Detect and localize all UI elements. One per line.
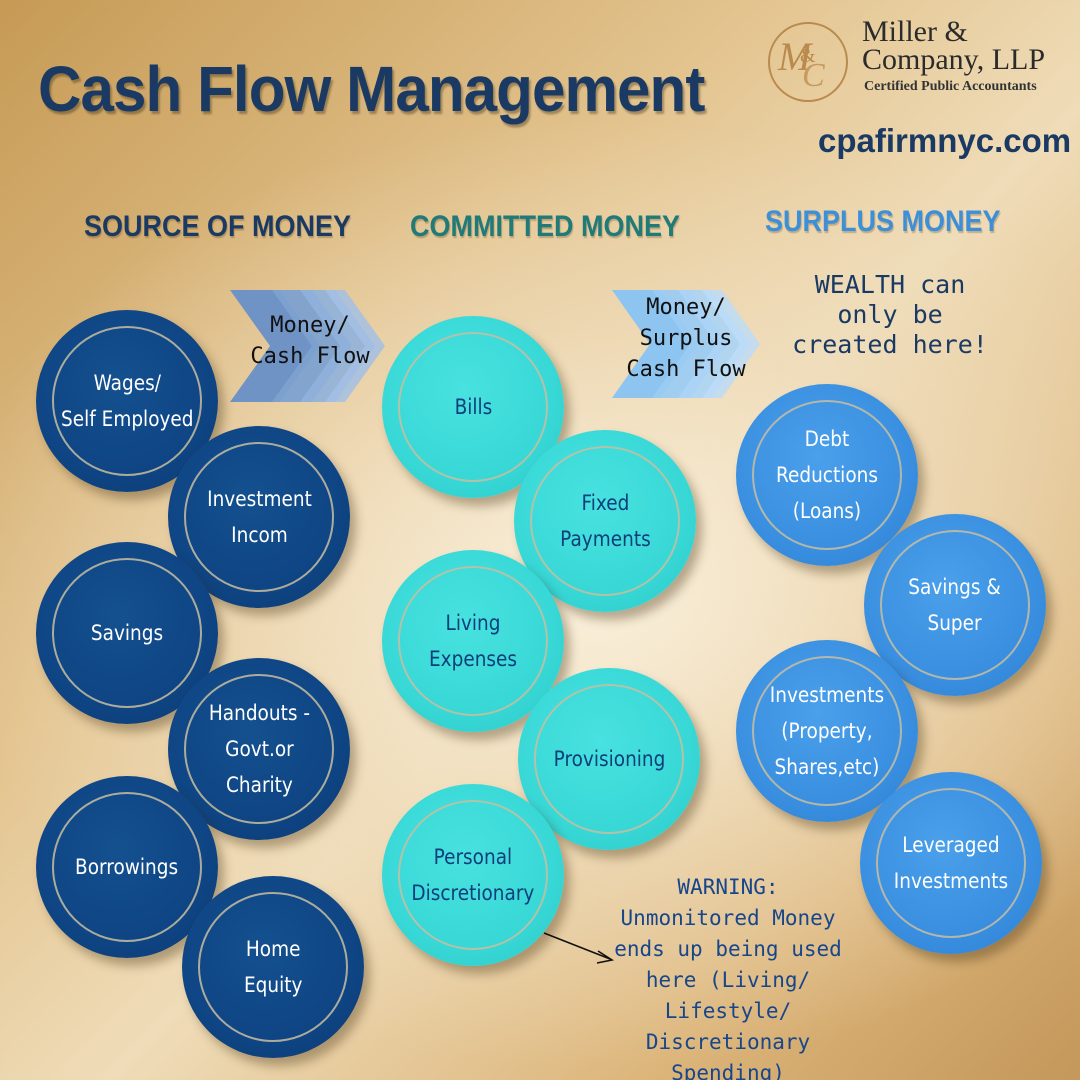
bubble-label: Debt Reductions (Loans) — [775, 427, 878, 523]
column-heading-source: SOURCE OF MONEY — [84, 210, 352, 243]
surplus-bubble-investments: Investments (Property, Shares,etc) — [736, 640, 918, 822]
company-name-line2: Company, LLP — [862, 43, 1046, 76]
chevron-arrow-icon — [612, 290, 760, 398]
surplus-bubble-debt-reductions: Debt Reductions (Loans) — [736, 384, 918, 566]
bubble-label: Provisioning — [553, 747, 665, 771]
bubble-label: Personal Discretionary — [411, 845, 535, 905]
bubble-label: Wages/ Self Employed — [60, 371, 194, 431]
column-heading-committed: COMMITTED MONEY — [410, 210, 680, 243]
company-name: Miller & Company, LLP — [862, 15, 1046, 76]
committed-bubble-personal-discretionary: Personal Discretionary — [382, 784, 564, 966]
source-bubble-home-equity: Home Equity — [182, 876, 364, 1058]
committed-bubble-living-expenses: Living Expenses — [382, 550, 564, 732]
committed-bubble-fixed-payments: Fixed Payments — [514, 430, 696, 612]
page-title: Cash Flow Management — [38, 53, 705, 125]
bubble-label: Borrowings — [75, 855, 179, 879]
bubble-label: Savings & Super — [908, 575, 1002, 635]
warning-title: WARNING: — [677, 875, 779, 899]
svg-text:C: C — [802, 57, 825, 94]
warning-pointer-arrow-icon — [543, 932, 615, 964]
surplus-flow-arrow-label: Money/ Surplus Cash Flow — [626, 295, 746, 382]
bubble-label: Investments (Property, Shares,etc) — [769, 683, 885, 779]
company-subtitle: Certified Public Accountants — [864, 79, 1037, 94]
wealth-note: WEALTH can only be created here! — [792, 270, 988, 359]
warning-body: Unmonitored Money ends up being used her… — [614, 906, 842, 1080]
bubble-label: Leveraged Investments — [893, 833, 1009, 893]
bubble-label: Savings — [90, 621, 164, 645]
bubble-label: Handouts - Govt.or Charity — [208, 701, 310, 797]
logo-monogram-icon: M C & — [768, 22, 848, 102]
bubble-label: Fixed Payments — [559, 491, 651, 551]
svg-text:M: M — [777, 34, 814, 79]
svg-text:&: & — [800, 45, 816, 67]
surplus-flow-arrow: Money/ Surplus Cash Flow — [612, 290, 760, 398]
website-link[interactable]: cpafirmnyc.com — [818, 122, 1072, 159]
cash-flow-arrow-label: Money/ Cash Flow — [250, 313, 370, 369]
cash-flow-arrow: Money/ Cash Flow — [230, 290, 385, 402]
surplus-bubble-savings-super: Savings & Super — [864, 514, 1046, 696]
company-name-line1: Miller & — [862, 15, 968, 48]
bubble-label: Home Equity — [243, 937, 303, 997]
committed-bubble-provisioning: Provisioning — [518, 668, 700, 850]
bubble-label: Living Expenses — [428, 611, 518, 671]
warning-note: WARNING: Unmonitored Money ends up being… — [598, 872, 858, 1080]
column-heading-surplus: SURPLUS MONEY — [765, 205, 1001, 238]
bubble-label: Investment Incom — [206, 487, 312, 547]
chevron-arrow-icon — [230, 290, 385, 402]
source-bubble-borrowings: Borrowings — [36, 776, 218, 958]
bubble-label: Bills — [454, 395, 492, 419]
surplus-bubble-leveraged-investments: Leveraged Investments — [860, 772, 1042, 954]
